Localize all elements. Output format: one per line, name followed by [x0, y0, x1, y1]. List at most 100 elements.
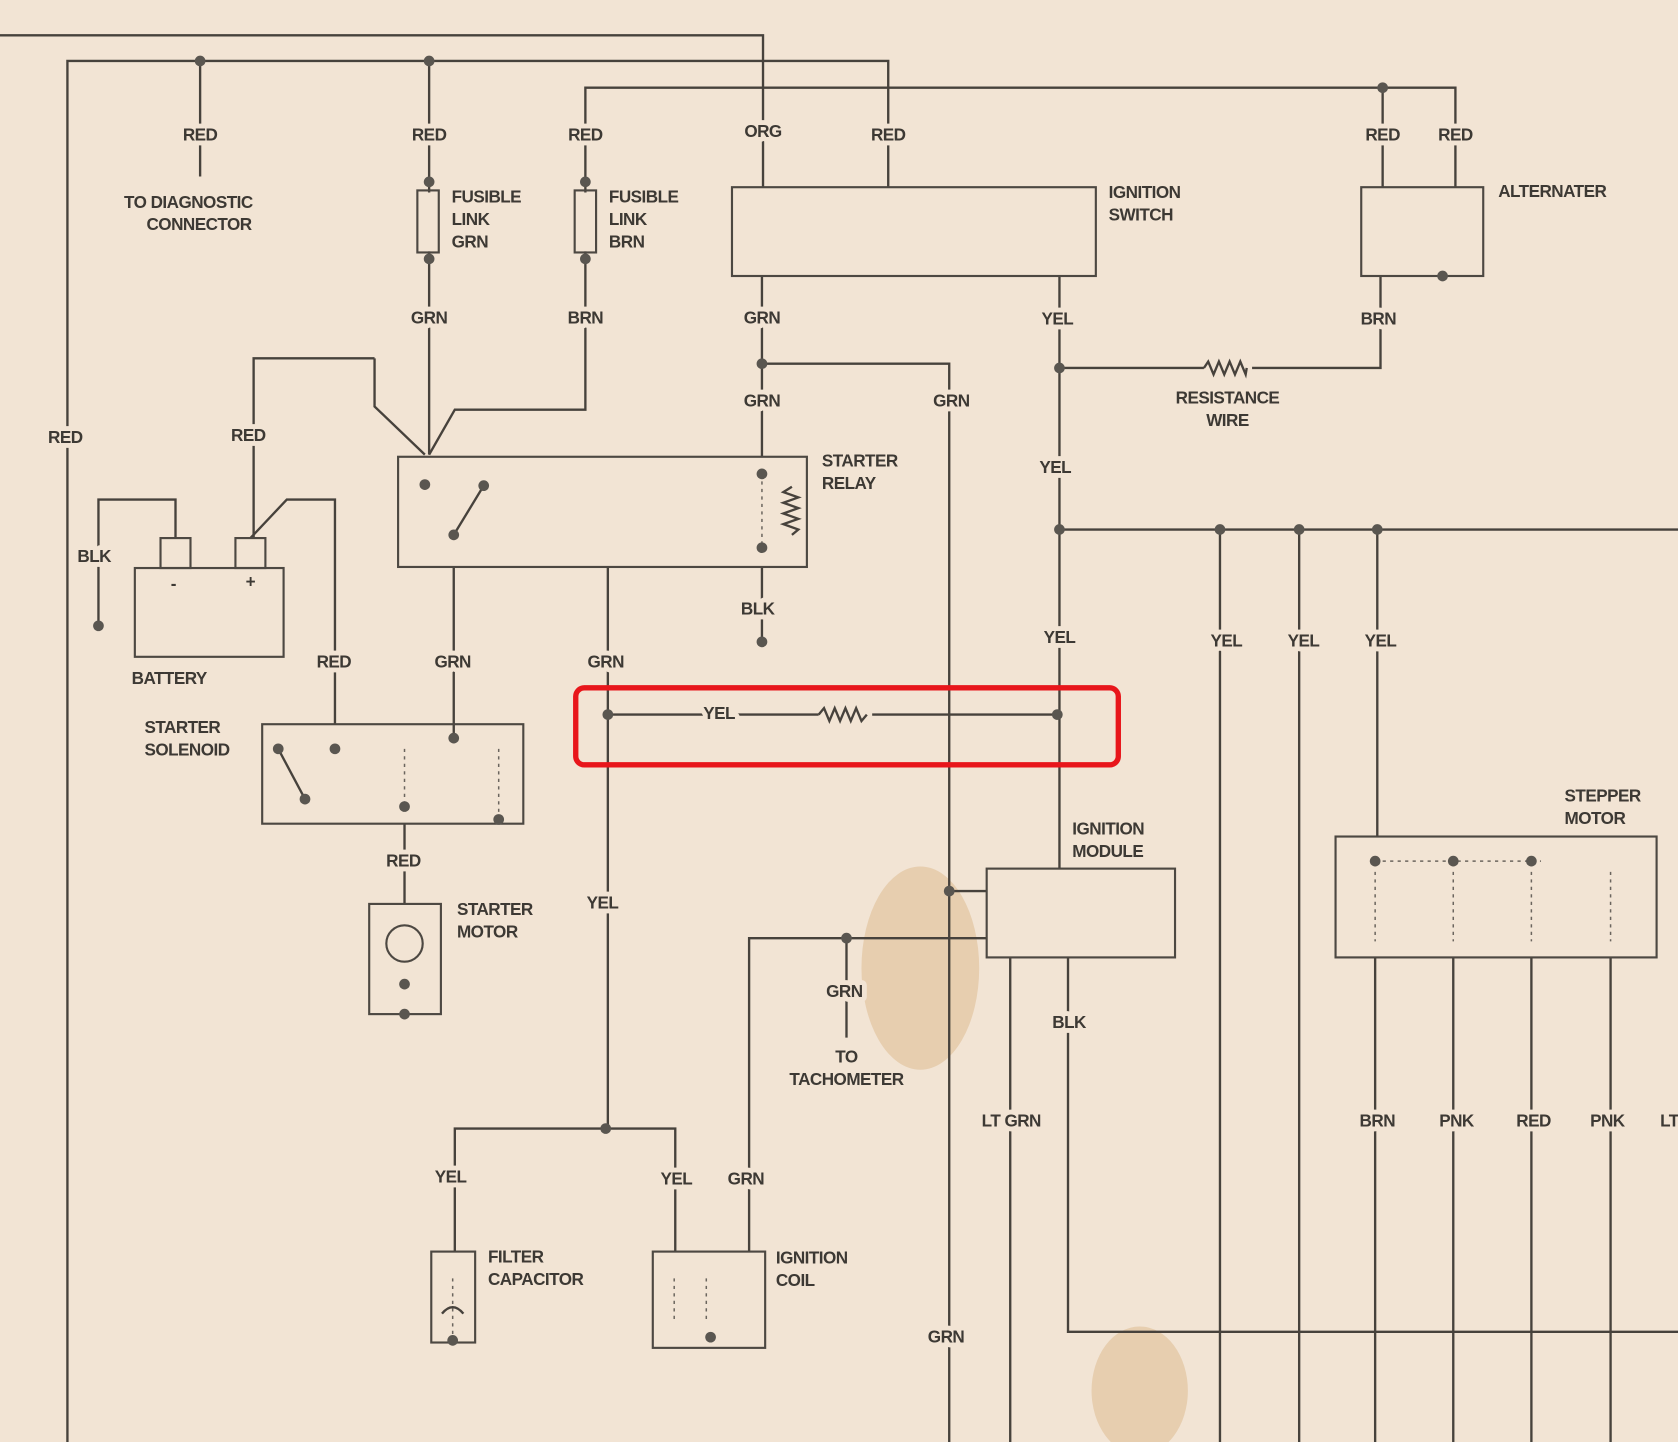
battery	[133, 566, 285, 658]
wire-color-label: RED	[48, 428, 83, 447]
wire-color-label: GRN	[928, 1328, 965, 1347]
ignition-module-label: MODULE	[1072, 842, 1143, 861]
wire-color-label: GRN	[744, 308, 781, 327]
wire-color-label: YEL	[703, 704, 735, 723]
ignition-coil-label: IGNITION	[776, 1249, 848, 1268]
wire-color-label: YEL	[1288, 631, 1320, 650]
starter-relay-label: STARTER	[822, 452, 898, 471]
junction-dot	[194, 55, 206, 67]
highlight-box	[573, 685, 1121, 768]
wire-color-label: GRN	[744, 392, 781, 411]
junction-dot	[943, 885, 955, 897]
ignition-module	[985, 867, 1177, 959]
wire-color-label: YEL	[1041, 309, 1073, 328]
junction-dot	[602, 709, 614, 720]
junction-dot	[299, 793, 311, 805]
wire-color-label: LT	[1660, 1112, 1678, 1131]
wire-color-label: GRN	[411, 308, 448, 327]
wire-color-label: RED	[1365, 125, 1400, 144]
solenoid-switch	[277, 748, 307, 800]
ignition-switch-label: SWITCH	[1109, 206, 1173, 225]
wire-color-label: BLK	[741, 599, 776, 618]
filter-capacitor	[430, 1250, 477, 1344]
wire-color-label: BRN	[1360, 1112, 1396, 1131]
fusible-grn-label: FUSIBLE	[452, 187, 522, 206]
wire-color-label: ORG	[744, 122, 782, 141]
fusible-brn-label: LINK	[609, 210, 648, 229]
junction-dot	[1054, 362, 1065, 374]
wire-color-label: RED	[1438, 125, 1473, 144]
wire-color-label: GRN	[587, 653, 624, 672]
wire-color-label: RED	[386, 852, 421, 871]
junction-dot	[756, 542, 768, 554]
junction-dot	[448, 732, 460, 744]
wire-color-label: RED	[1516, 1112, 1551, 1131]
stepper-motor-label: STEPPER	[1565, 786, 1641, 805]
junction-dot	[1214, 524, 1226, 535]
fusible-link-grn	[416, 189, 440, 254]
starter-solenoid	[261, 723, 525, 825]
junction-dot	[399, 1008, 410, 1020]
wire-color-label: YEL	[1039, 458, 1071, 477]
wire-color-label: PNK	[1590, 1112, 1626, 1131]
junction-dot	[448, 529, 460, 541]
wire-color-label: GRN	[933, 392, 970, 411]
wires	[0, 34, 1678, 1442]
wire-color-label: RED	[183, 125, 218, 144]
battery-positive-label: +	[246, 573, 256, 592]
junction-dot	[493, 814, 505, 825]
motor-symbol	[385, 924, 424, 963]
wire-color-label: YEL	[1365, 631, 1397, 650]
junction-dot	[580, 176, 591, 188]
junction-dot	[399, 978, 410, 990]
wire-color-label: YEL	[435, 1167, 467, 1186]
junction-dot	[705, 1331, 716, 1343]
relay-coil	[779, 485, 802, 536]
filter-capacitor-label: CAPACITOR	[488, 1270, 584, 1289]
tachometer-label: TO	[835, 1047, 858, 1066]
junction-dot	[1293, 524, 1305, 535]
starter-solenoid-label: STARTER	[144, 718, 220, 737]
junction-dot	[1369, 855, 1381, 867]
relay-switch	[452, 485, 485, 536]
stepper-motor	[1334, 835, 1658, 959]
battery-negative-terminal	[159, 537, 192, 570]
junction-dot	[423, 253, 435, 265]
capacitor-symbol	[441, 1306, 465, 1315]
ignition-switch	[730, 186, 1097, 278]
junction-dot	[272, 743, 284, 755]
wire-color-label: RED	[871, 125, 906, 144]
junction-dot	[756, 468, 768, 480]
junction-dot	[329, 743, 341, 755]
junction-dot	[1447, 855, 1459, 867]
junction-dot	[1377, 82, 1388, 94]
junction-dot	[756, 358, 768, 370]
fusible-grn-label: GRN	[452, 232, 489, 251]
wire-color-label: GRN	[728, 1169, 765, 1188]
wire-color-label: YEL	[660, 1169, 692, 1188]
wire-color-label: YEL	[587, 893, 619, 912]
junction-dot	[756, 636, 768, 648]
ignition-switch-label: IGNITION	[1109, 183, 1181, 202]
junction-dot	[1437, 270, 1448, 282]
junction-dot	[1371, 524, 1383, 535]
starter-relay	[397, 455, 808, 569]
alternator	[1360, 186, 1485, 278]
junction-dot	[399, 801, 410, 812]
junction-dots	[93, 55, 1537, 1346]
wire-color-label: RED	[568, 125, 603, 144]
starter-relay-label: RELAY	[822, 474, 877, 493]
resistance-wire-label: WIRE	[1206, 411, 1249, 430]
wire-color-label: BLK	[1052, 1013, 1087, 1032]
junction-dot	[841, 932, 852, 944]
wire-color-label: RED	[412, 125, 447, 144]
stepper-motor-label: MOTOR	[1565, 809, 1626, 828]
resistance-wire-label: RESISTANCE	[1176, 389, 1280, 408]
junction-dot	[1526, 855, 1537, 867]
fusible-grn-label: LINK	[452, 210, 491, 229]
junction-dot	[93, 620, 104, 632]
fusible-link-brn	[573, 189, 598, 254]
